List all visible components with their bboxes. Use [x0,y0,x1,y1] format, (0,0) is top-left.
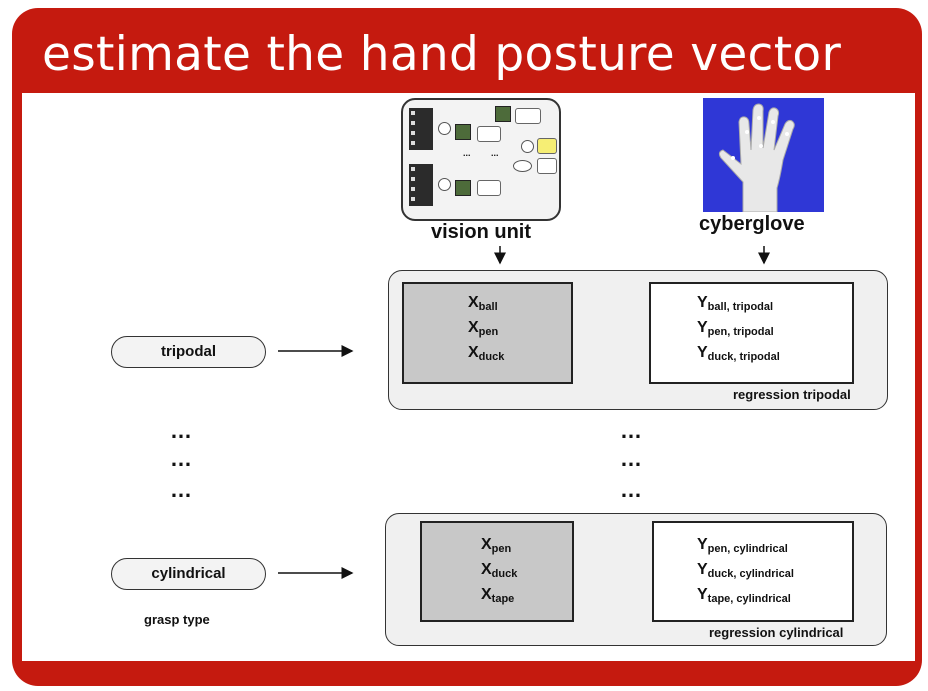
x-inputs-cylindrical [420,521,574,622]
x-input-pen: Xpen [481,536,512,555]
x-input-tape: Xtape [481,586,515,605]
sift-node-icon [438,122,451,135]
frame-patch-image [455,124,471,140]
kmeans-node-icon [513,160,532,172]
x-input-duck: Xduck [481,561,518,580]
x-input-ball: Xball [468,294,498,313]
frame-patch-image [495,106,511,122]
ellipsis-right: … [620,446,644,471]
visual-vocabulary-box [537,158,557,174]
grasp-type-tripodal: tripodal [111,336,266,368]
sift-descriptors-box [477,126,501,142]
grasp-type-cylindrical: cylindrical [111,558,266,590]
cyberglove-caption: cyberglove [699,213,805,235]
ellipsis-left: … [170,446,194,471]
y-output-tape: Ytape, cylindrical [697,586,791,605]
frequency-histogram-box [537,138,557,154]
film-strip-top [409,108,433,150]
film-strip-bottom [409,164,433,206]
mini-ellipsis: ... [491,148,499,158]
x-inputs-tripodal [402,282,573,384]
x-input-duck: Xduck [468,344,505,363]
ellipsis-right: … [620,418,644,443]
y-output-pen: Ypen, cylindrical [697,536,788,555]
ellipsis-left: … [170,418,194,443]
grasp-type-label: grasp type [144,612,210,627]
y-outputs-cylindrical [652,521,854,622]
y-output-pen: Ypen, tripodal [697,319,774,338]
regression-tripodal-label: regression tripodal [733,387,851,402]
y-output-ball: Yball, tripodal [697,294,774,313]
histogram-node-icon [521,140,534,153]
regression-cylindrical-label: regression cylindrical [709,625,844,640]
vision-unit-diagram: ... ... [401,98,561,221]
y-output-duck: Yduck, tripodal [697,344,780,363]
vision-unit-caption: vision unit [431,221,531,243]
x-input-pen: Xpen [468,319,499,338]
cyberglove-image [703,98,824,212]
ellipsis-left: … [170,477,194,502]
frame-patch-image [455,180,471,196]
sift-node-icon [438,178,451,191]
y-outputs-tripodal [649,282,854,384]
y-output-duck: Yduck, cylindrical [697,561,794,580]
mini-ellipsis: ... [463,148,471,158]
sift-descriptors-box [515,108,541,124]
ellipsis-right: … [620,477,644,502]
slide-title: estimate the hand posture vector [42,27,842,82]
hand-glove-icon [718,103,795,212]
sift-descriptors-box [477,180,501,196]
